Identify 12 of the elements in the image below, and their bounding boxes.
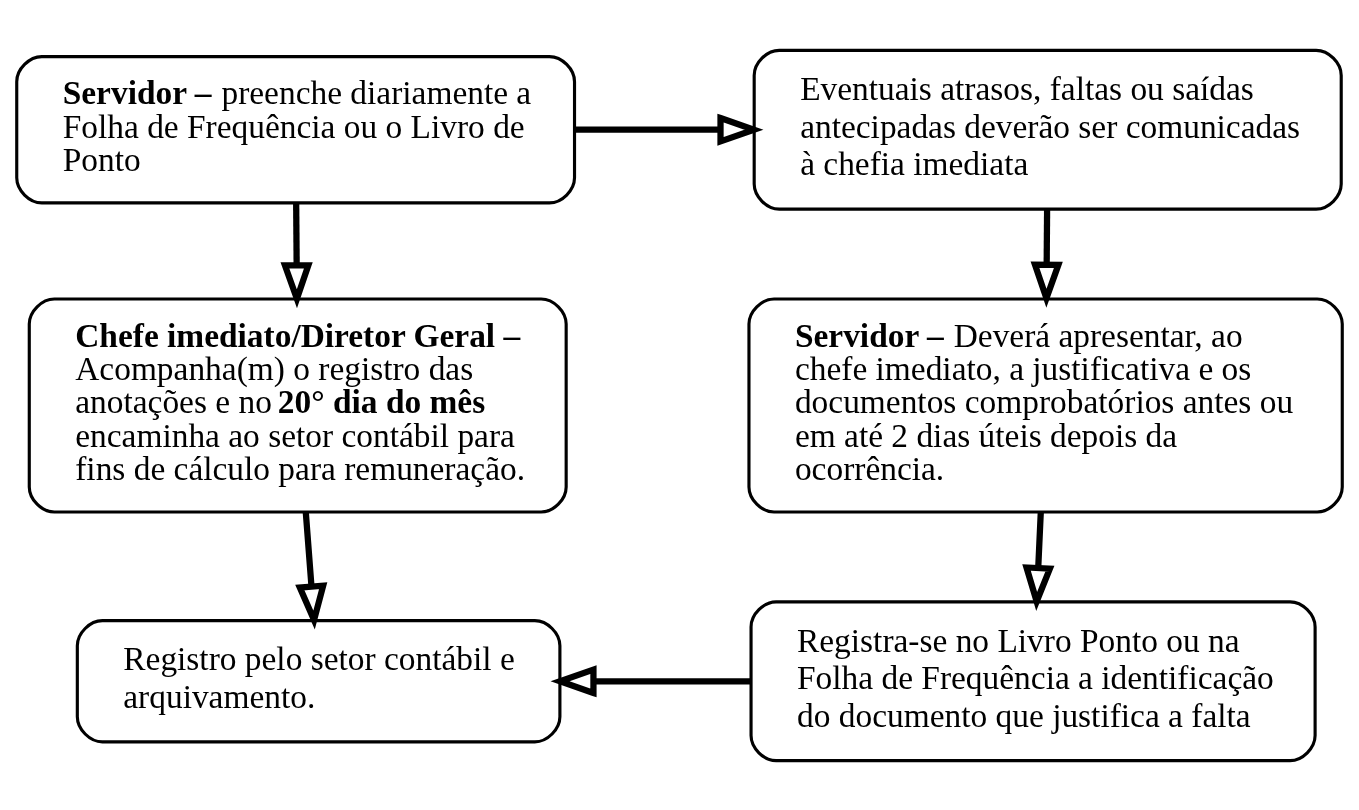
node-box: Eventuais atrasos, faltas ou saídas antecipadas deverão ser comunicadas à chefia imediata [752, 48, 1343, 211]
arrow [574, 113, 764, 146]
arrow [295, 511, 328, 629]
arrow [280, 202, 313, 308]
node-box: Chefe imediato/Diretor Geral – Acompanha(m) o registro das anotações e no 20° dia do mês encaminha ao setor contábil para fins de cálculo para remuneração. [27, 296, 568, 514]
arrow [1030, 209, 1063, 308]
node-box: Registro pelo setor contábil e arquivamento. [75, 618, 562, 743]
arrow [1022, 511, 1055, 611]
node-box: Servidor – preenche diariamente a Folha de Frequência ou o Livro de Ponto [15, 54, 577, 204]
arrow [550, 664, 751, 697]
node-box: Servidor – Deverá apresentar, ao chefe imediato, a justificativa e os documentos comprobatórios antes ou em até 2 dias úteis depois da ocorrência. [747, 296, 1344, 514]
node-box: Registra-se no Livro Ponto ou na Folha de Frequência a identificação do documento que justifica a falta [749, 599, 1317, 762]
